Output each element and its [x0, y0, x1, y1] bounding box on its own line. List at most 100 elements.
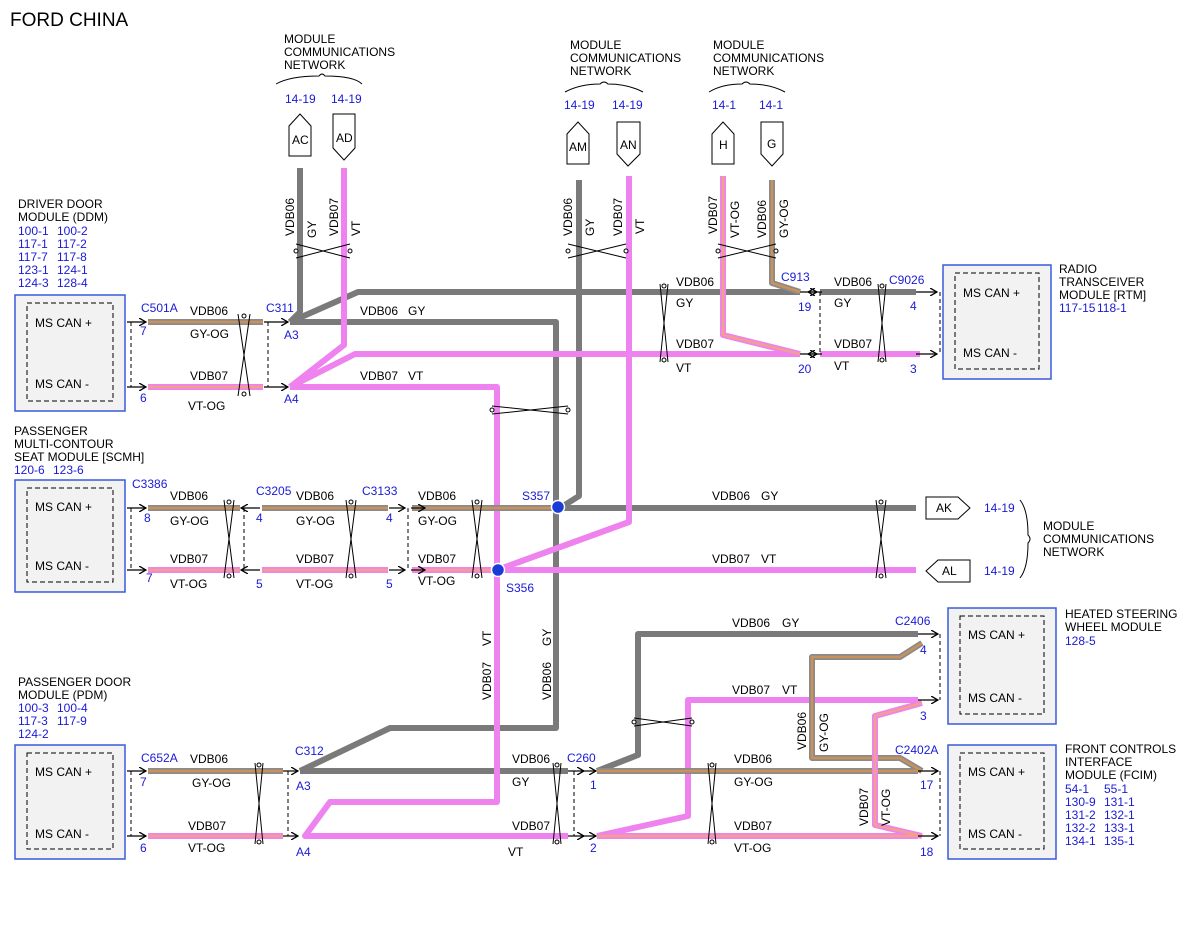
module-scmh-label: PASSENGER MULTI-CONTOUR SEAT MODULE [SCM… [14, 424, 144, 477]
svg-text:HEATED STEERING: HEATED STEERING [1065, 607, 1177, 621]
svg-text:14-1: 14-1 [759, 98, 783, 112]
svg-text:117-8[interactable]: 117-8 [57, 250, 87, 264]
svg-text:14-19: 14-19 [984, 501, 1015, 515]
svg-text:131-1[interactable]: 131-1 [1104, 795, 1135, 809]
svg-text:MODULE: MODULE [713, 38, 764, 52]
svg-text:7: 7 [140, 775, 147, 789]
connector-c9026[interactable]: C9026 [889, 273, 925, 287]
svg-text:COMMUNICATIONS: COMMUNICATIONS [1043, 532, 1154, 546]
module-ddm[interactable]: MS CAN + MS CAN - [14, 294, 126, 412]
module-rtm[interactable]: MS CAN + MS CAN - [942, 264, 1052, 380]
svg-text:14-19: 14-19 [612, 98, 643, 112]
svg-text:1: 1 [590, 778, 597, 792]
svg-text:117-2[interactable]: 117-2 [57, 237, 87, 251]
connector-c501a[interactable]: C501A [141, 301, 178, 315]
svg-text:128-5[interactable]: 128-5 [1065, 634, 1096, 648]
svg-text:54-1[interactable]: 54-1 [1065, 782, 1089, 796]
svg-text:8: 8 [144, 511, 151, 525]
svg-text:130-9[interactable]: 130-9 [1065, 795, 1096, 809]
connector-c652a[interactable]: C652A [141, 751, 178, 765]
svg-text:5: 5 [256, 577, 263, 591]
svg-text:100-3[interactable]: 100-3 [18, 701, 49, 715]
splice-s356-label[interactable]: S356 [506, 581, 534, 595]
svg-text:GY: GY [676, 296, 693, 310]
svg-text:123-1[interactable]: 123-1 [18, 263, 49, 277]
terminal-ad[interactable]: 14-19 AD [331, 92, 362, 161]
svg-text:124-2[interactable]: 124-2 [18, 727, 49, 741]
module-hsw[interactable]: MS CAN + MS CAN - [947, 607, 1057, 725]
module-fcim-label: FRONT CONTROLS INTERFACE MODULE (FCIM) 5… [1065, 742, 1176, 848]
twist-markers [223, 243, 887, 845]
svg-text:AL: AL [942, 564, 957, 578]
connector-c311[interactable]: C311 [266, 301, 294, 315]
svg-text:134-1[interactable]: 134-1 [1065, 834, 1096, 848]
svg-text:100-4[interactable]: 100-4 [57, 701, 88, 715]
svg-text:135-1[interactable]: 135-1 [1104, 834, 1135, 848]
svg-text:124-1[interactable]: 124-1 [57, 263, 88, 277]
svg-text:100-2[interactable]: 100-2 [57, 224, 88, 238]
svg-text:117-15[interactable]: 117-15 [1059, 301, 1096, 315]
svg-text:4: 4 [920, 643, 927, 657]
svg-text:132-2[interactable]: 132-2 [1065, 821, 1096, 835]
svg-text:GY: GY [834, 296, 851, 310]
svg-text:VT-OG: VT-OG [879, 789, 893, 826]
connector-c3205[interactable]: C3205 [256, 484, 292, 498]
svg-text:118-1[interactable]: 118-1 [1097, 301, 1127, 315]
svg-text:117-7[interactable]: 117-7 [18, 250, 48, 264]
pin-arrows [127, 292, 938, 836]
svg-text:117-9[interactable]: 117-9 [57, 714, 87, 728]
svg-text:120-6[interactable]: 120-6 [14, 463, 45, 477]
terminal-ak[interactable]: AK 14-19 [925, 496, 1015, 520]
svg-text:TRANSCEIVER: TRANSCEIVER [1059, 275, 1145, 289]
module-pdm[interactable]: MS CAN + MS CAN - [14, 744, 126, 860]
svg-text:128-4[interactable]: 128-4 [57, 276, 88, 290]
connector-labels: C501A C311 C913 C9026 C3386 C3205 C3133 … [132, 270, 938, 765]
svg-text:NETWORK: NETWORK [570, 64, 631, 78]
svg-text:55-1[interactable]: 55-1 [1104, 782, 1128, 796]
svg-text:131-2[interactable]: 131-2 [1065, 808, 1096, 822]
svg-text:VDB06: VDB06 [512, 752, 550, 766]
svg-text:117-3[interactable]: 117-3 [18, 714, 48, 728]
module-fcim[interactable]: MS CAN + MS CAN - [947, 744, 1057, 860]
network-brace-4 [1019, 499, 1031, 579]
svg-text:VDB06: VDB06 [732, 616, 770, 630]
connector-c3386[interactable]: C3386 [132, 477, 168, 491]
svg-text:6: 6 [140, 391, 147, 405]
module-scmh[interactable]: MS CAN + MS CAN - [14, 479, 126, 593]
svg-text:132-1[interactable]: 132-1 [1104, 808, 1135, 822]
connector-c3133[interactable]: C3133 [362, 484, 398, 498]
svg-text:100-1[interactable]: 100-1 [18, 224, 49, 238]
svg-text:14-19: 14-19 [564, 98, 595, 112]
connector-c2406[interactable]: C2406 [895, 614, 931, 628]
svg-text:4: 4 [910, 299, 917, 313]
splice-s356[interactable] [490, 562, 506, 578]
terminal-al[interactable]: AL 14-19 [925, 559, 1015, 583]
connector-c260[interactable]: C260 [567, 751, 596, 765]
connector-c312[interactable]: C312 [295, 744, 324, 758]
svg-text:GY: GY [512, 775, 529, 789]
terminal-g[interactable]: 14-1 G [759, 98, 784, 167]
svg-text:117-1[interactable]: 117-1 [18, 237, 48, 251]
terminal-h[interactable]: 14-1 H [711, 98, 736, 165]
svg-text:3: 3 [910, 362, 917, 376]
svg-text:VT: VT [676, 361, 692, 375]
svg-text:4: 4 [386, 511, 393, 525]
svg-text:123-6[interactable]: 123-6 [53, 463, 84, 477]
connector-c913[interactable]: C913 [781, 270, 810, 284]
svg-text:133-1[interactable]: 133-1 [1104, 821, 1135, 835]
svg-text:MODULE (DDM): MODULE (DDM) [18, 210, 108, 224]
terminal-an[interactable]: 14-19 AN [612, 98, 643, 167]
svg-text:INTERFACE: INTERFACE [1065, 755, 1132, 769]
svg-text:VDB07: VDB07 [512, 819, 550, 833]
terminal-ac[interactable]: 14-19 AC [285, 92, 316, 157]
connector-c2402a[interactable]: C2402A [895, 743, 938, 757]
module-hsw-label: HEATED STEERING WHEEL MODULE 128-5 [1065, 607, 1177, 648]
terminal-am[interactable]: 14-19 AM [564, 98, 595, 165]
svg-text:124-3[interactable]: 124-3 [18, 276, 49, 290]
svg-text:VDB07: VDB07 [170, 552, 208, 566]
splice-s357-label[interactable]: S357 [522, 489, 550, 503]
splice-s357[interactable] [550, 499, 566, 515]
svg-text:VDB07: VDB07 [327, 198, 341, 236]
svg-text:VT: VT [761, 552, 777, 566]
svg-text:VDB06: VDB06 [296, 489, 334, 503]
